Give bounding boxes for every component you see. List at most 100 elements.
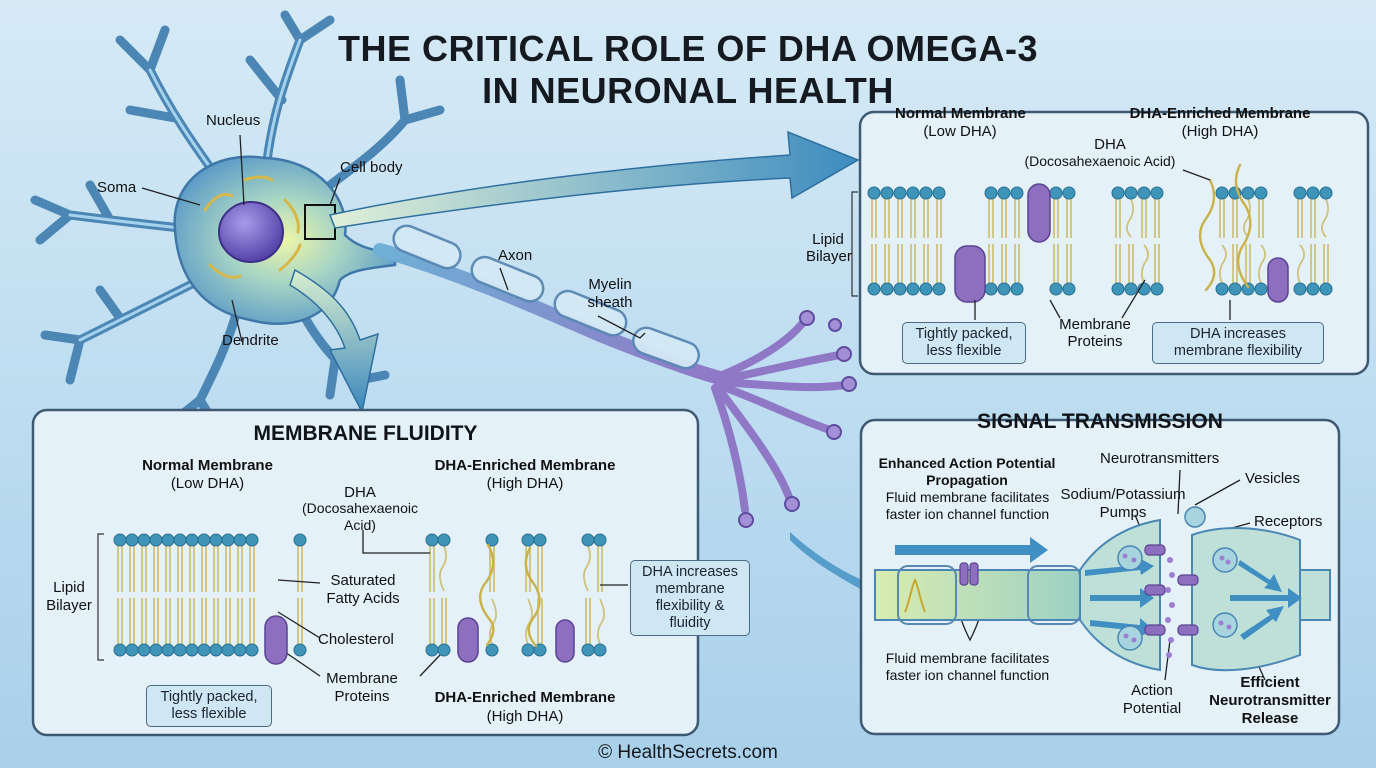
fatty-acid-tail (1014, 199, 1020, 238)
mf-dha-full: (Docosahexaenoic Acid) (302, 500, 418, 533)
st-fluid-text: Fluid membrane facilitates faster ion ch… (885, 650, 1050, 683)
fatty-acid-tail (165, 546, 171, 592)
fatty-acid-tail (988, 199, 994, 238)
fatty-acid-tail (1232, 244, 1238, 283)
fatty-acid-tail (213, 546, 219, 592)
lipid-head-icon (593, 533, 607, 547)
lipid-head-icon (867, 282, 881, 296)
page-title: THE CRITICAL ROLE OF DHA OMEGA-3 IN NEUR… (0, 28, 1376, 112)
lipid-head-icon (437, 643, 451, 657)
lipid-head-icon (906, 186, 920, 200)
fatty-acid-tail (897, 244, 903, 283)
lipid-head-icon (581, 643, 595, 657)
fatty-acid-tail (871, 199, 877, 238)
lipid-head-icon (173, 643, 187, 657)
mf-saturated-fatty-acids: Saturated Fatty Acids (326, 572, 400, 607)
fatty-acid-tail (1126, 198, 1134, 238)
mf-cholesterol: Cholesterol (318, 631, 394, 648)
lipid-head-icon (161, 533, 175, 547)
mf-membrane-proteins: Membrane Proteins (326, 670, 398, 705)
lipid-head-icon (997, 186, 1011, 200)
top-membrane-panel (858, 110, 1370, 376)
top-callout-right: DHA increases membrane flexibility (1152, 322, 1324, 364)
label-soma: Soma (97, 179, 137, 196)
fatty-acid-tail (117, 546, 123, 592)
lipid-head-icon (1215, 186, 1229, 200)
fatty-acid-tail (1245, 244, 1251, 283)
lipid-head-icon (149, 533, 163, 547)
protein-icon (457, 617, 479, 663)
lipid-head-icon (932, 282, 946, 296)
lipid-head-icon (984, 282, 998, 296)
lipid-head-icon (485, 643, 499, 657)
fatty-acid-tail (585, 598, 591, 644)
fatty-acid-tail (1310, 199, 1316, 238)
fatty-acid-tail (537, 546, 543, 592)
lipid-head-icon (997, 282, 1011, 296)
lipid-head-icon (1150, 282, 1164, 296)
lipid-head-icon (245, 643, 259, 657)
lipid-head-icon (173, 533, 187, 547)
fatty-acid-tail (1115, 244, 1121, 283)
lipid-head-icon (1010, 282, 1024, 296)
fatty-acid-tail (1154, 244, 1160, 283)
fatty-acid-tail (153, 598, 159, 644)
lipid-head-icon (521, 643, 535, 657)
lipid-head-icon (1111, 186, 1125, 200)
lipid-head-icon (1306, 282, 1320, 296)
fatty-acid-tail (1066, 199, 1072, 238)
fatty-acid-tail (897, 199, 903, 238)
fatty-acid-tail (597, 546, 603, 592)
soma-body (173, 155, 397, 325)
lipid-head-icon (125, 643, 139, 657)
top-dha-full: (Docosahexaenoic Acid) (1024, 153, 1176, 169)
lipid-head-icon (893, 186, 907, 200)
fatty-acid-tail (988, 244, 994, 283)
fluidity-enriched-bilayer (425, 533, 607, 657)
mf-bottom-enriched-sub: (High DHA) (486, 708, 564, 725)
lipid-head-icon (113, 643, 127, 657)
lipid-head-icon (293, 643, 307, 657)
lipid-head-icon (113, 533, 127, 547)
lipid-head-icon (197, 643, 211, 657)
lipid-head-icon (1049, 186, 1063, 200)
fatty-acid-tail (201, 598, 207, 644)
mf-enriched-title: DHA-Enriched Membrane (434, 457, 616, 474)
fatty-acid-tail (1066, 244, 1072, 283)
fatty-acid-tail (583, 545, 591, 592)
axon-terminals (711, 316, 849, 514)
lipid-head-icon (880, 282, 894, 296)
lipid-head-icon (245, 533, 259, 547)
fluidity-panel-title: MEMBRANE FLUIDITY (253, 422, 478, 445)
nucleus (218, 201, 284, 263)
signal-arrows (895, 537, 1302, 640)
top-membrane-proteins: Membrane Proteins (1059, 316, 1131, 350)
lipid-head-icon (1124, 282, 1138, 296)
protein-icon (954, 245, 986, 303)
fatty-acid-tail (1258, 244, 1266, 284)
fatty-acid-tail (1014, 244, 1020, 283)
fatty-acid-tail (1001, 199, 1007, 238)
st-receptors: Receptors (1254, 513, 1323, 530)
lipid-head-icon (1319, 186, 1333, 200)
label-nucleus: Nucleus (206, 112, 261, 129)
fatty-acid-tail (871, 244, 877, 283)
lipid-head-icon (521, 533, 535, 547)
fatty-acid-tail (225, 598, 231, 644)
mf-enriched-sub: (High DHA) (486, 475, 564, 492)
lipid-head-icon (893, 282, 907, 296)
lipid-head-icon (197, 533, 211, 547)
lipid-head-icon (1111, 282, 1125, 296)
top-dha-label: DHA (1094, 136, 1126, 153)
lipid-head-icon (1062, 186, 1076, 200)
fatty-acid-tail (1219, 199, 1225, 238)
lipid-head-icon (1293, 186, 1307, 200)
lipid-head-icon (1150, 186, 1164, 200)
title-line-1: THE CRITICAL ROLE OF DHA OMEGA-3 (338, 28, 1038, 69)
lipid-head-icon (149, 643, 163, 657)
fatty-acid-tail (189, 598, 195, 644)
ion-channels (959, 544, 1199, 636)
lipid-head-icon (581, 533, 595, 547)
lipid-head-icon (161, 643, 175, 657)
lipid-head-icon (437, 533, 451, 547)
